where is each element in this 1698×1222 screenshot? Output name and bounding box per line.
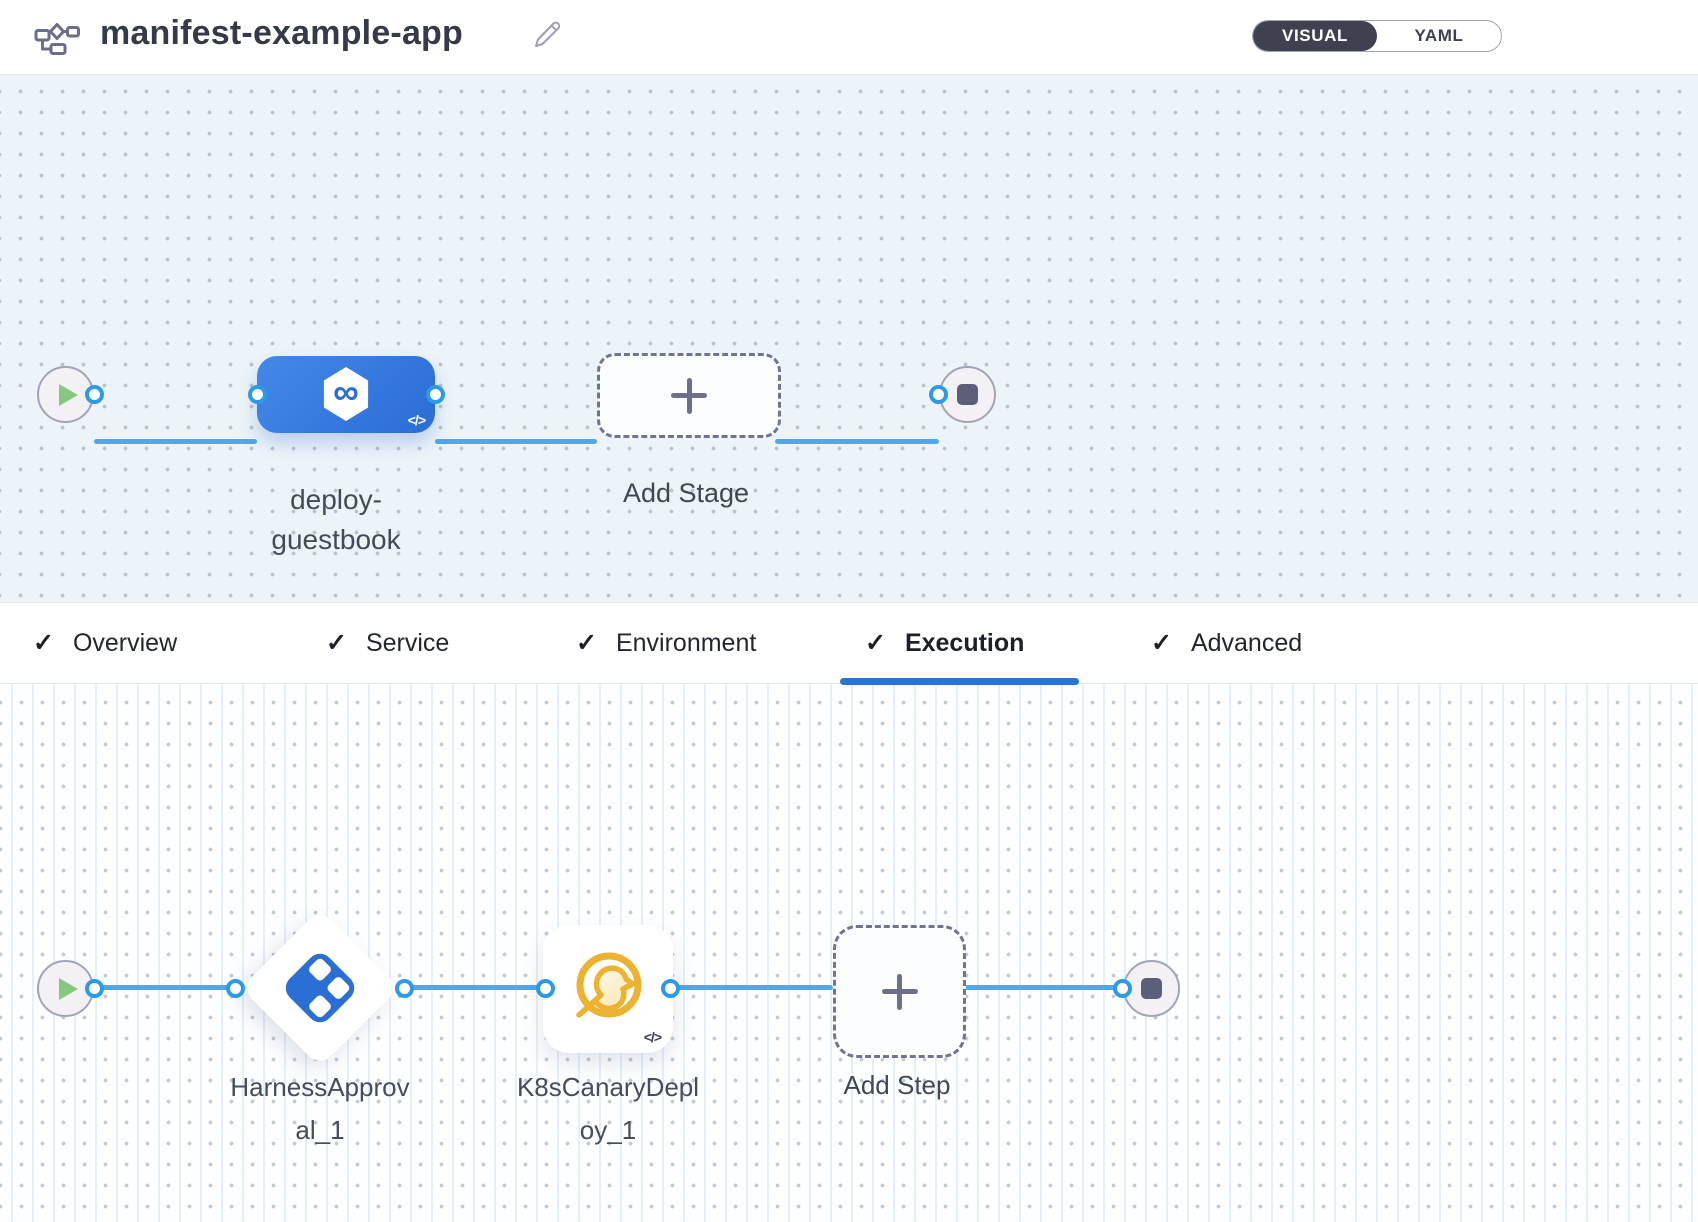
start-node-port[interactable]	[85, 979, 104, 998]
step-node-harness-approval[interactable]	[240, 908, 400, 1068]
tab-advanced[interactable]: ✓ Advanced	[1151, 628, 1303, 658]
start-node-port[interactable]	[85, 385, 104, 404]
stage-node-right-port[interactable]	[426, 385, 445, 404]
execution-graph-canvas[interactable]: </> HarnessApprov al_1 K8sCanaryDepl oy_…	[0, 684, 1698, 1222]
add-stage-label[interactable]: Add Stage	[622, 478, 750, 508]
tab-overview[interactable]: ✓ Overview	[33, 628, 178, 658]
visual-yaml-toggle: VISUAL YAML	[1252, 20, 1502, 52]
check-icon: ✓	[33, 629, 54, 657]
pipeline-start-node[interactable]	[37, 366, 94, 423]
canary-step-left-port[interactable]	[536, 979, 555, 998]
stage-connector	[94, 439, 257, 444]
pipeline-studio-header: manifest-example-app VISUAL YAML	[0, 0, 1698, 75]
pipeline-flowchart-icon	[34, 23, 80, 55]
plus-icon	[670, 377, 708, 415]
edit-pencil-icon[interactable]	[532, 19, 562, 51]
page-title: manifest-example-app	[100, 14, 463, 52]
canary-bird-icon	[576, 952, 642, 1018]
play-icon	[58, 383, 78, 406]
stop-icon	[957, 384, 978, 405]
tab-execution[interactable]: ✓ Execution	[865, 628, 1025, 658]
step1-name-label[interactable]: HarnessApprov al_1	[230, 1072, 410, 1145]
step-connector	[960, 985, 1122, 990]
cd-stage-hexagon-icon: ∞	[323, 367, 369, 421]
approval-step-left-port[interactable]	[226, 979, 245, 998]
active-tab-underline	[840, 678, 1079, 685]
end-node-port[interactable]	[929, 385, 948, 404]
stage-connector	[435, 439, 597, 444]
tab-service[interactable]: ✓ Service	[326, 628, 450, 658]
stop-icon	[1141, 978, 1162, 999]
stage-section-tabs: ✓ Overview ✓ Service ✓ Environment ✓ Exe…	[0, 602, 1698, 685]
stage-node-left-port[interactable]	[248, 385, 267, 404]
check-icon: ✓	[865, 629, 886, 657]
step-connector	[404, 985, 545, 990]
add-stage-button[interactable]	[597, 353, 781, 438]
step-node-k8s-canary-deploy[interactable]: </>	[543, 925, 673, 1053]
check-icon: ✓	[326, 629, 347, 657]
step-connector	[94, 985, 235, 990]
approval-step-right-port[interactable]	[395, 979, 414, 998]
execution-end-node[interactable]	[1123, 960, 1180, 1017]
stage-graph-canvas[interactable]: ∞ </> deploy- guestbook Add Stage	[0, 75, 1698, 602]
end-node-port[interactable]	[1113, 979, 1132, 998]
check-icon: ✓	[1151, 629, 1172, 657]
add-step-button[interactable]	[833, 925, 966, 1058]
play-icon	[58, 977, 78, 1000]
harness-approval-icon	[280, 948, 360, 1028]
toggle-yaml[interactable]: YAML	[1414, 26, 1464, 45]
step-code-badge[interactable]: </>	[643, 1029, 662, 1045]
step2-name-label[interactable]: K8sCanaryDepl oy_1	[516, 1072, 700, 1145]
toggle-visual[interactable]: VISUAL	[1253, 21, 1377, 51]
stage-node-deploy-guestbook[interactable]: ∞ </>	[257, 356, 435, 433]
stage-connector	[775, 439, 939, 444]
step-connector	[670, 985, 833, 990]
check-icon: ✓	[576, 629, 597, 657]
tab-environment[interactable]: ✓ Environment	[576, 628, 757, 658]
stage-code-badge[interactable]: </>	[407, 412, 426, 428]
canary-step-right-port[interactable]	[661, 979, 680, 998]
stage-name-label[interactable]: deploy- guestbook	[271, 484, 401, 555]
execution-start-node[interactable]	[37, 960, 94, 1017]
plus-icon	[881, 973, 919, 1011]
add-step-label[interactable]: Add Step	[843, 1070, 951, 1100]
